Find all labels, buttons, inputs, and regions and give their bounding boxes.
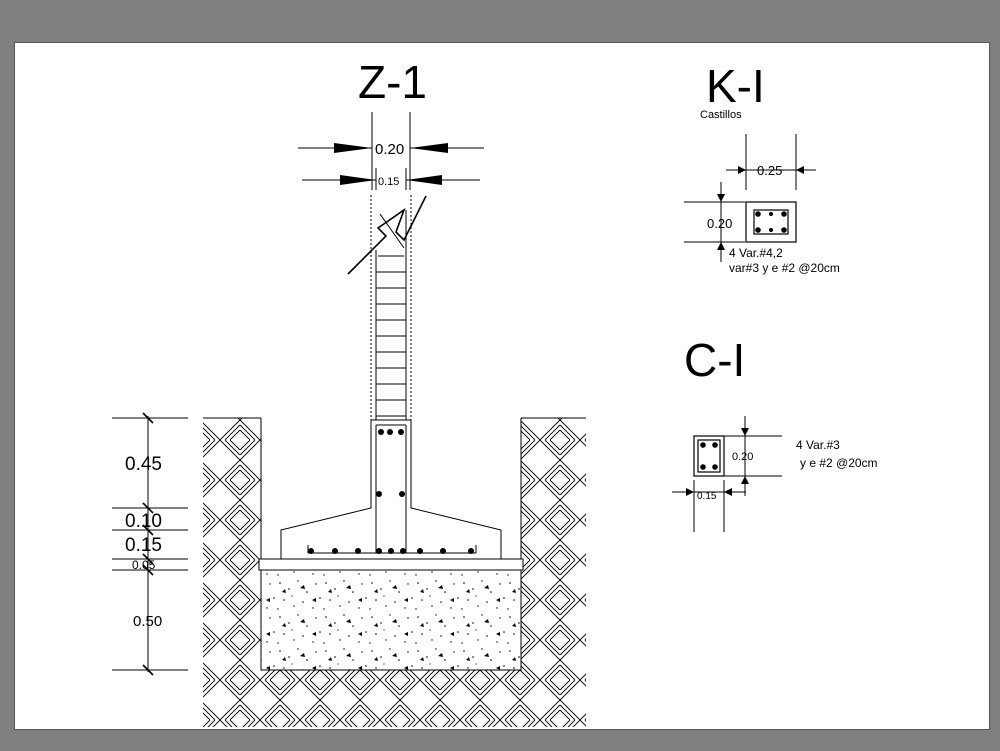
z1-footing-slab [258, 419, 524, 571]
k1-castillo-section: K-I Castillos 0.25 0.20 4 Var.#4,2 var#3… [684, 60, 840, 275]
c1-width: 0.15 [697, 491, 717, 502]
k1-title: K-I [706, 60, 765, 112]
c1-title: C-I [684, 334, 745, 386]
z1-rebar-dots [308, 429, 474, 554]
z1-level-dimensions: 0.45 0.10 0.15 0.05 0.50 [112, 412, 188, 676]
z1-dim-outer: 0.20 [375, 141, 404, 158]
z1-top-dimension: 0.20 0.15 [298, 112, 484, 190]
k1-note-stirrups: var#3 y e #2 @20cm [729, 261, 840, 275]
level-045: 0.45 [125, 454, 162, 475]
level-015: 0.15 [125, 535, 162, 556]
z1-title: Z-1 [358, 56, 427, 108]
k1-subtitle: Castillos [700, 109, 742, 121]
c1-note-stirrups: y e #2 @20cm [800, 456, 878, 470]
z1-break-symbol [347, 195, 427, 275]
level-010: 0.10 [125, 511, 162, 532]
z1-lean-concrete [260, 569, 522, 671]
z1-footing-section: Z-1 0.20 0.15 [112, 56, 586, 727]
c1-chain-section: C-I 0.20 0.15 4 Var.#3 y e #2 @20cm [672, 334, 878, 532]
level-005: 0.05 [132, 558, 156, 572]
c1-height: 0.20 [732, 451, 753, 463]
z1-column [347, 195, 427, 420]
k1-note-bars: 4 Var.#4,2 [729, 246, 783, 260]
k1-height: 0.20 [707, 216, 732, 231]
level-050: 0.50 [133, 613, 162, 630]
k1-width: 0.25 [757, 163, 782, 178]
c1-note-bars: 4 Var.#3 [796, 438, 840, 452]
z1-dim-inner: 0.15 [378, 176, 399, 188]
